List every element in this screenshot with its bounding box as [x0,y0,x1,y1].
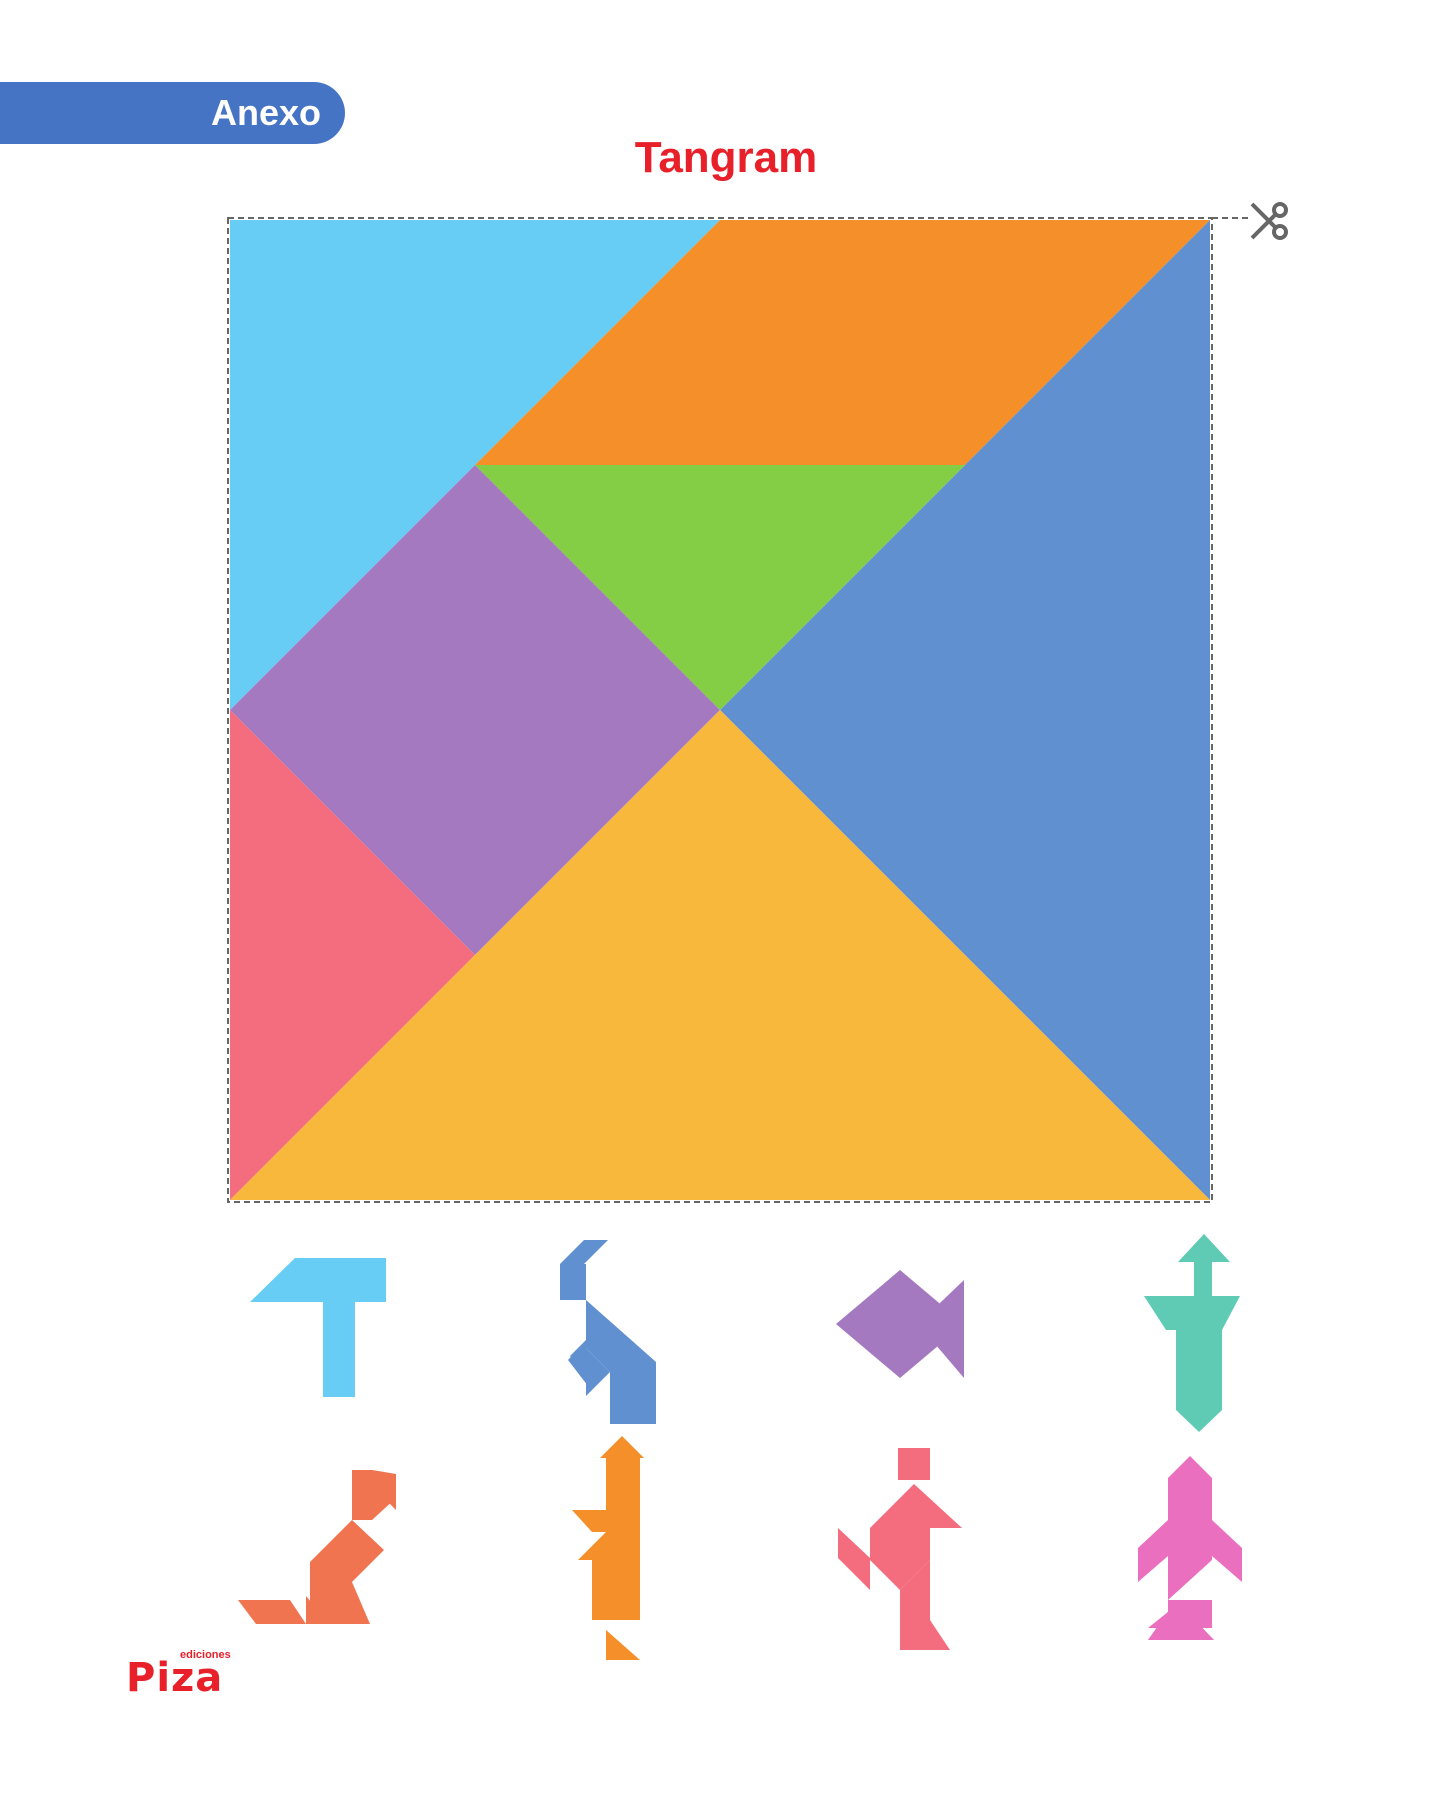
logo-text: Piza [126,1655,224,1701]
section-tab: Anexo [0,82,345,144]
piece-blue-triangle[interactable] [720,220,1210,1200]
figure-rabbit [560,1240,656,1424]
piece-pink-triangle[interactable] [230,710,475,1200]
figure-cat [238,1470,396,1624]
figure-penguin [1138,1456,1242,1640]
figure-hammer [250,1258,386,1397]
piece-yellow-triangle[interactable] [230,710,1210,1200]
figure-fish [836,1270,964,1378]
publisher-logo: ediciones Piza [126,1649,231,1701]
section-tab-label: Anexo [210,92,321,133]
scissors-icon [1250,202,1288,240]
cut-line [227,217,1213,1203]
piece-green-triangle[interactable] [475,465,965,710]
figure-arrow [1144,1234,1240,1432]
figure-runner [838,1448,962,1650]
figure-candle [572,1436,644,1660]
tangram-square [230,220,1210,1200]
page-title: Tangram [634,133,818,182]
logo-subtext: ediciones [180,1649,231,1661]
